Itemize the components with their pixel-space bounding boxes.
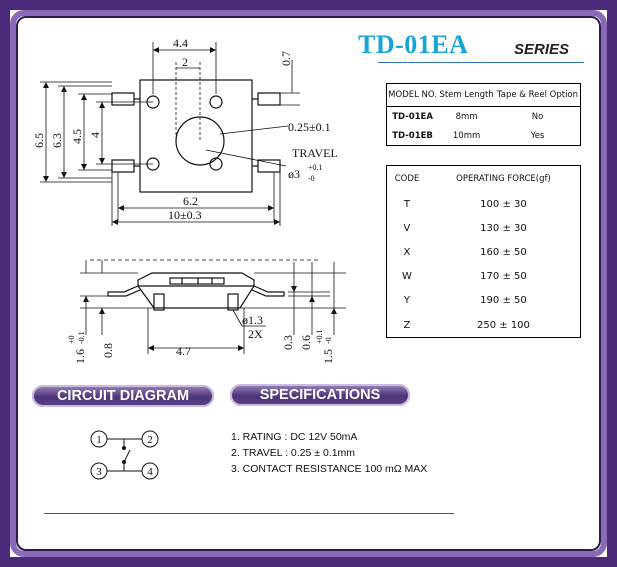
pin-label: 3 [96, 466, 102, 478]
code-cell: W [402, 271, 412, 283]
dim-1-6-tol-plus: +0 [67, 335, 76, 344]
dim-2: 2 [182, 55, 188, 69]
reel-cell: No [531, 111, 544, 122]
code-cell: Z [403, 319, 411, 331]
pin-label: 1 [96, 434, 102, 446]
dim-4-5: 4.5 [70, 129, 84, 144]
force-header-code: CODE [394, 174, 420, 184]
part-title: TD-01EA [358, 30, 469, 59]
side-post [153, 293, 165, 311]
dim-4: 4 [88, 132, 102, 138]
dim-0-7: 0.7 [279, 51, 293, 66]
model-header-stem: Stem Length [438, 83, 495, 107]
model-table: MODEL NO. Stem Length Tape & Reel Option… [386, 83, 581, 146]
side-leg-left [107, 285, 141, 297]
corner-hole [209, 95, 223, 109]
force-cell: 130 ± 30 [480, 222, 527, 234]
terminal [111, 92, 135, 106]
corner-hole [209, 157, 223, 171]
model-header-model: MODEL NO. [386, 83, 439, 107]
table-row: TD-01EB 10mm Yes [387, 126, 581, 146]
table-row: Y 190 ± 50 [387, 289, 581, 313]
dim-1-6: 1.6 [73, 349, 87, 364]
force-cell: 170 ± 50 [480, 271, 527, 283]
model-cell: TD-01EA [392, 111, 433, 122]
dim-6-5: 6.5 [32, 133, 46, 148]
dim-hole-dia: ø1.3 [242, 313, 263, 327]
dim-0-3: 0.3 [281, 335, 295, 350]
code-cell: Y [403, 295, 411, 307]
dim-6-2: 6.2 [183, 194, 198, 208]
switch-body [139, 79, 253, 193]
dim-6-3: 6.3 [50, 133, 64, 148]
spec-contact-resistance: 3. CONTACT RESISTANCE 100 mΩ MAX [231, 463, 428, 475]
travel-label: TRAVEL [292, 146, 338, 160]
dim-1-5-tol-plus: +0.1 [315, 329, 324, 344]
dim-1-6-tol-minus: -0.1 [77, 331, 86, 344]
dim-plunger-tol-plus: +0.1 [308, 163, 323, 172]
pin-label: 2 [147, 434, 153, 446]
dim-1-5-tol-minus: -0 [324, 337, 333, 344]
dim-4-7: 4.7 [176, 344, 191, 358]
circuit-diagram-heading: CIRCUIT DIAGRAM [32, 385, 214, 407]
table-row: V 130 ± 30 [387, 216, 581, 240]
circuit-diagram: 1 2 3 4 [90, 430, 159, 480]
dim-0-6: 0.6 [299, 335, 313, 350]
table-row: T 100 ± 30 [387, 192, 581, 216]
force-header-force: OPERATING FORCE(gf) [456, 174, 551, 184]
dim-0-8: 0.8 [101, 343, 115, 358]
dim-travel-tol: 0.25±0.1 [288, 120, 331, 134]
code-cell: V [403, 222, 411, 234]
force-cell: 100 ± 30 [480, 198, 527, 210]
switch-contact [123, 449, 131, 463]
model-cell: TD-01EB [392, 130, 433, 141]
side-view-drawing: ø1.3 2X 1.6 +0 -0.1 0.8 4.7 0.3 0.6 1.5 … [67, 259, 346, 364]
dim-plunger-dia: ø3 [288, 167, 300, 181]
terminal [111, 159, 135, 173]
bottom-rule [44, 513, 454, 514]
reel-cell: Yes [530, 130, 545, 141]
force-cell: 160 ± 50 [480, 246, 527, 258]
dim-10: 10±0.3 [168, 208, 202, 222]
code-cell: X [403, 246, 411, 258]
table-row: W 170 ± 50 [387, 265, 581, 289]
force-cell: 250 ± 100 [477, 319, 530, 331]
spec-rating: 1. RATING : DC 12V 50mA [231, 431, 358, 443]
dim-1-5: 1.5 [321, 349, 335, 364]
specifications-heading: SPECIFICATIONS [230, 384, 410, 406]
table-row: Z 250 ± 100 [387, 313, 581, 338]
stem-cell: 10mm [452, 130, 481, 141]
top-view-drawing: 4.4 2 0.7 6.5 6.3 4.5 4 0.25±0.1 TRAVEL … [32, 36, 338, 226]
model-header-reel: Tape & Reel Option [495, 83, 581, 107]
spec-travel: 2. TRAVEL : 0.25 ± 0.1mm [231, 447, 356, 459]
pin-label: 4 [147, 466, 153, 478]
side-leg-right [251, 285, 285, 297]
dim-4-4: 4.4 [173, 36, 188, 50]
title-underline [378, 62, 584, 63]
series-label: SERIES [514, 41, 570, 58]
operating-force-table: CODE OPERATING FORCE(gf) T 100 ± 30 V 130 … [386, 165, 581, 339]
stem-cell: 8mm [455, 111, 478, 122]
terminal [257, 159, 281, 173]
dim-plunger-tol-minus: -0 [308, 174, 315, 183]
table-row: X 160 ± 50 [387, 240, 581, 264]
force-cell: 190 ± 50 [480, 295, 527, 307]
code-cell: T [403, 198, 411, 210]
dim-2x: 2X [248, 327, 263, 341]
table-row: TD-01EA 8mm No [387, 107, 581, 127]
terminal [257, 92, 281, 106]
